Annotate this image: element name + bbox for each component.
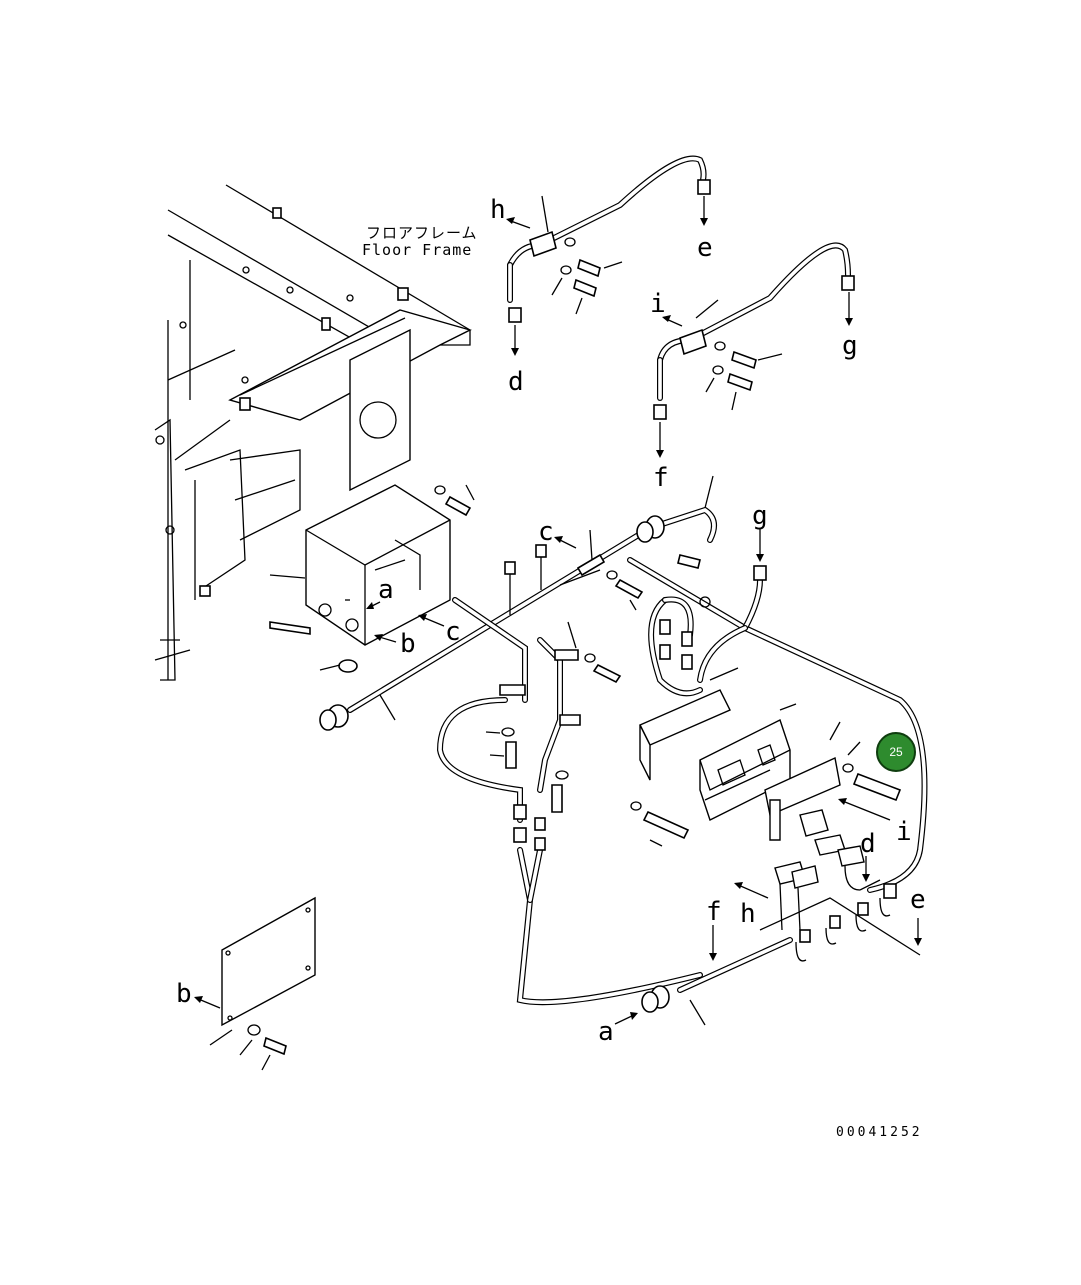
floor-frame-caption-en: Floor Frame <box>362 241 472 259</box>
connector-bottom <box>641 937 793 1026</box>
floor-frame <box>154 184 472 681</box>
top-harness-h <box>507 155 711 323</box>
label-e-relay: e <box>910 885 926 915</box>
callout-number: 25 <box>889 745 903 759</box>
part-number: 00041252 <box>836 1125 923 1140</box>
label-e-top: e <box>697 233 713 263</box>
label-g-top: g <box>842 331 858 361</box>
label-c-box: c <box>445 617 461 647</box>
label-d-relay: d <box>860 829 876 859</box>
label-f-top: f <box>653 463 669 493</box>
relay-cluster <box>759 809 921 962</box>
bolt-junction-top <box>434 484 475 517</box>
label-h-top: h <box>490 195 506 225</box>
controller-unit <box>630 667 841 847</box>
label-b-plate: b <box>176 979 192 1009</box>
jumpers-center <box>504 544 547 615</box>
clamp-c <box>576 529 644 611</box>
bolt-callout-25 <box>842 741 902 802</box>
cover-plate <box>209 896 316 1071</box>
label-b-box: b <box>400 629 416 659</box>
floor-frame-caption-jp: フロアフレーム <box>366 224 478 242</box>
harness-box-middle <box>452 597 622 793</box>
top-harness-i <box>653 242 855 420</box>
callout-badge-25[interactable]: 25 <box>876 732 916 772</box>
label-i-top: i <box>650 289 666 319</box>
label-f-harness: f <box>706 897 722 927</box>
label-g-harness: g <box>752 501 768 531</box>
harness-lower-left <box>436 697 703 1006</box>
label-c-clamp: c <box>538 517 554 547</box>
branch-harness-right <box>559 557 928 893</box>
label-a-box: a <box>378 575 394 605</box>
label-i-relay: i <box>896 817 912 847</box>
arrows <box>194 196 922 1025</box>
label-h-relay: h <box>740 899 756 929</box>
junction-box <box>269 484 451 673</box>
label-d-top: d <box>508 367 524 397</box>
label-a-connector: a <box>598 1017 614 1047</box>
loop-harness-center <box>648 596 711 697</box>
